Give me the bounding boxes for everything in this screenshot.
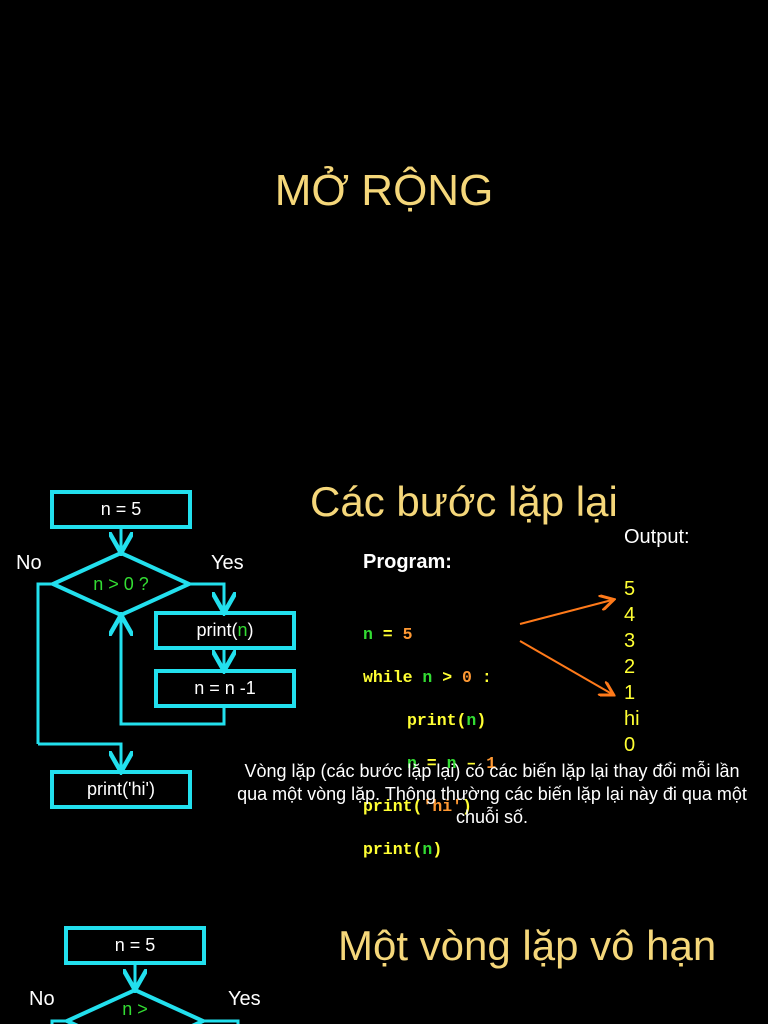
output-line: 5 xyxy=(624,578,636,600)
decision-label-2: n > xyxy=(122,998,148,1019)
output-line: 1 xyxy=(624,682,636,704)
output-label: Output: xyxy=(624,526,690,548)
yes-label-2: Yes xyxy=(228,988,261,1010)
no-label-2: No xyxy=(29,988,55,1010)
output-list: 5 4 3 2 1 hi 0 xyxy=(624,576,640,758)
code-line-4: n = n – 1 xyxy=(407,753,497,773)
decision-label-1: n > 0 ? xyxy=(93,573,149,594)
code-line-5: print('hi') xyxy=(363,796,472,816)
decrement-label: n = n -1 xyxy=(194,678,256,698)
print-hi-label: print('hi') xyxy=(87,779,155,799)
init-label-1: n = 5 xyxy=(100,499,142,519)
code-line-1: n = 5 xyxy=(363,624,413,644)
section1-heading: Các bước lặp lại xyxy=(310,478,618,525)
code-line-3: print(n) xyxy=(407,710,487,730)
code-line-2: while n > 0 : xyxy=(363,667,492,687)
output-line: 2 xyxy=(624,656,636,678)
code-block: n = 5 while n > 0 : print(n) n = n – 1 p… xyxy=(363,602,496,882)
section2-heading: Một vòng lặp vô hạn xyxy=(338,922,717,969)
output-line: hi xyxy=(624,708,640,730)
decision-diamond-2 xyxy=(62,987,208,1024)
print-n-label: print(n) xyxy=(196,620,254,640)
code-line-6: print(n) xyxy=(363,839,443,859)
output-line: 0 xyxy=(624,734,636,756)
output-line: 4 xyxy=(624,604,636,626)
description-text: Vòng lặp (các bước lặp lại) có các biến … xyxy=(237,761,747,827)
program-label: Program: xyxy=(363,551,452,573)
init-label-2: n = 5 xyxy=(114,935,156,955)
yes-label-1: Yes xyxy=(211,552,244,574)
slide-title: MỞ RỘNG xyxy=(274,166,494,215)
no-label-1: No xyxy=(16,552,42,574)
output-line: 3 xyxy=(624,630,636,652)
